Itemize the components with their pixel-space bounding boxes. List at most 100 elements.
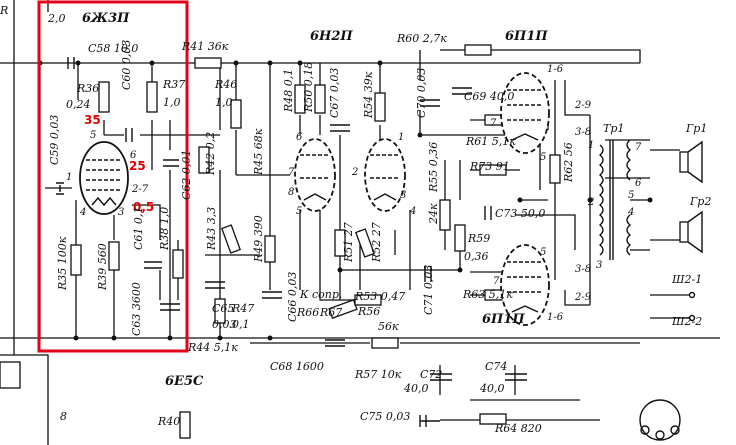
label-r46-value: 1,0: [215, 96, 233, 109]
connector-bottom-right: [639, 399, 681, 441]
pin-t2-8: 8: [288, 187, 294, 198]
label-r59: R59: [467, 232, 490, 245]
r55-body: [439, 199, 451, 231]
pin-t4-7: 7: [493, 276, 500, 287]
highlight-box: [37, 0, 189, 353]
speaker-gr1: [679, 140, 703, 184]
pin-t3-16: 1-6: [547, 64, 564, 75]
label-r47-value: 0,1: [232, 318, 250, 331]
tube-label-6zh3p: 6Ж3П: [82, 11, 130, 26]
label-r40: R40: [157, 415, 180, 428]
pin-t3-7: 7: [490, 118, 497, 129]
wiring: [0, 0, 720, 445]
r40-body: [179, 411, 191, 439]
pin-t2-4: 4: [409, 206, 416, 217]
label-r39: R39 560: [96, 243, 109, 291]
junction-dots: [37, 60, 653, 341]
label-r49: R49 390: [252, 215, 265, 263]
label-c66: C66 0,03: [286, 272, 299, 322]
r62-body: [549, 154, 561, 184]
r35-body: [70, 244, 82, 276]
pin-t1-5: 5: [90, 130, 96, 141]
pin-t1-3: 3: [118, 207, 124, 218]
pin-t3-38: 3-8: [575, 127, 591, 138]
tube-label-6n2p: 6Н2П: [310, 29, 353, 44]
pin-t3-29: 2-9: [574, 100, 592, 111]
pin-t1-27: 2-7: [131, 184, 149, 195]
tube-label-6e5s: 6Е5С: [165, 374, 204, 389]
label-r44: R44 5,1к: [187, 341, 238, 354]
pin-t1-6: 6: [130, 150, 137, 161]
label-r47: R47: [231, 302, 254, 315]
r51-body: [334, 229, 346, 257]
label-tr1: Тр1: [603, 122, 624, 135]
label-r56: R56: [357, 305, 380, 318]
pin-t3-5: 5: [540, 152, 546, 163]
pin-t2-5: 5: [296, 206, 302, 217]
label-c74-value: 40,0: [479, 382, 505, 395]
label-sh1: Ш2-1: [671, 273, 702, 286]
r48-body: [294, 84, 306, 114]
label-c58: C58 10,0: [88, 42, 138, 55]
label-c59: C59 0,03: [48, 115, 61, 165]
pin-tr-6: 6: [635, 178, 642, 189]
label-r61: R61 5,1к: [465, 135, 516, 148]
label-r57: R57 10к: [354, 368, 402, 381]
label-c65: C65: [212, 302, 234, 315]
label-r37: R37: [162, 78, 185, 91]
pin-t2-6: 6: [296, 132, 303, 143]
tube-6n2p-right: [364, 138, 406, 212]
label-b7: 8: [60, 410, 67, 423]
r57-body: [371, 337, 399, 349]
label-c72: C72: [420, 368, 442, 381]
label-c69: C69 40,0: [464, 90, 514, 103]
resistors: [0, 44, 561, 439]
label-r24k: 24к: [427, 203, 440, 225]
r54-body: [374, 92, 386, 122]
voltage-mark-25: 25: [129, 159, 146, 173]
label-c68: C68 1600: [270, 360, 324, 373]
label-r67: R67: [319, 306, 342, 319]
pin-t1-4: 4: [79, 207, 86, 218]
pin-t4-16: 1-6: [547, 312, 564, 323]
label-r62: R62 56: [562, 142, 575, 183]
r50-body: [314, 84, 326, 114]
label-c74: C74: [485, 360, 507, 373]
label-top-left-r: R: [0, 4, 8, 17]
label-r59-value: 0,36: [464, 250, 489, 263]
r42-body: [198, 146, 210, 174]
pin-t1-1: 1: [66, 172, 72, 183]
r38-body: [172, 249, 184, 279]
label-r45: R45 68к: [252, 128, 265, 176]
label-r48: R48 0,1: [282, 69, 295, 113]
label-r50: R50 0,18: [302, 62, 315, 113]
voltage-mark-35: 35: [84, 113, 101, 127]
r73-body: [479, 164, 507, 176]
r37-body: [146, 81, 158, 113]
voltage-mark-05: 0,5: [133, 200, 154, 214]
r53-body: [354, 294, 382, 306]
r64-body: [479, 413, 507, 425]
connector-sh2: [688, 291, 696, 322]
r43-body: [221, 224, 241, 254]
label-r55: R55 0,36: [427, 142, 440, 193]
label-gr1: Гр1: [685, 122, 707, 135]
label-r54: R54 39к: [362, 71, 375, 119]
pin-t2-1: 1: [398, 132, 404, 143]
r59-body: [454, 224, 466, 252]
label-c63: C63 3600: [130, 282, 143, 336]
label-c71: C71 0,03: [422, 265, 435, 315]
capacitors: [56, 57, 527, 427]
output-transformer: [598, 139, 632, 260]
tube-6p1p-bottom: [500, 244, 550, 326]
label-r51: R51 27: [342, 222, 355, 263]
tube-label-6p1p-top: 6П1П: [505, 29, 548, 44]
label-r56-value: 56к: [378, 320, 399, 333]
label-r64: R64 820: [494, 422, 542, 435]
label-r66: R66: [296, 306, 319, 319]
left-box: [0, 361, 21, 389]
r46-body: [230, 99, 242, 129]
label-r73: R73 91: [469, 160, 510, 173]
pin-tr-4: 4: [627, 207, 634, 218]
